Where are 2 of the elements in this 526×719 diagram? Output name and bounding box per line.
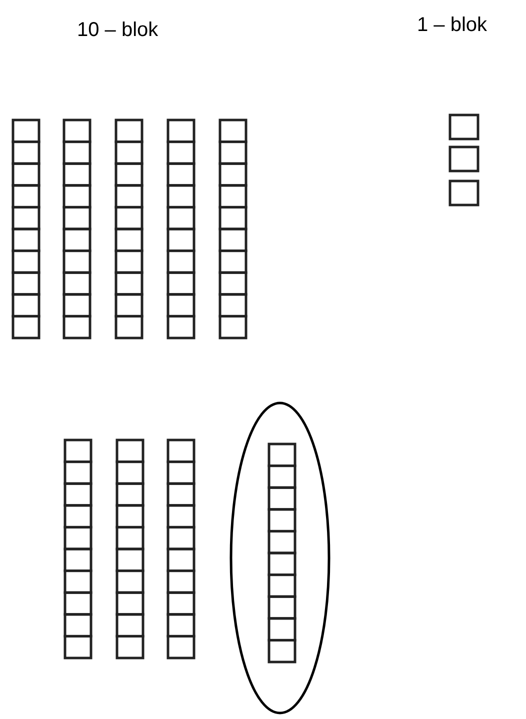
block-label: 1 – blok: [417, 15, 488, 35]
block-label: 10 – blok: [77, 20, 158, 40]
